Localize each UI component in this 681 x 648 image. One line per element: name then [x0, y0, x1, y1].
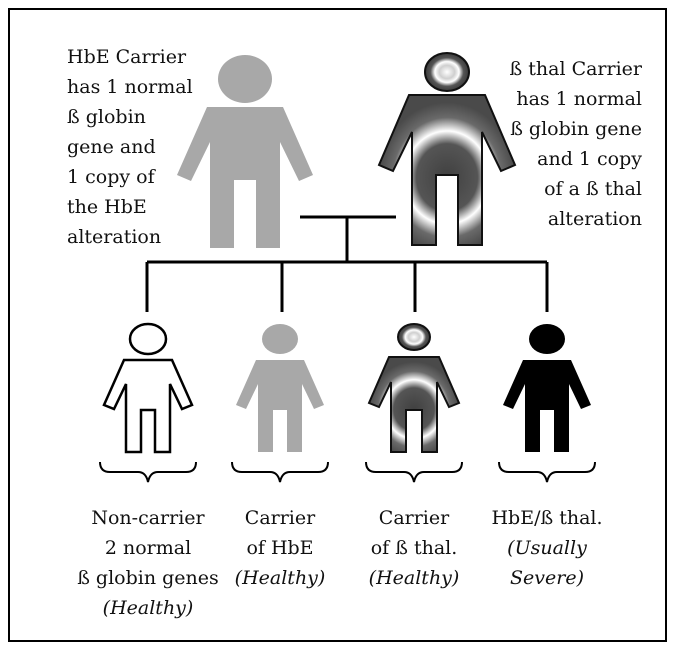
body-icon: [177, 107, 313, 248]
head-icon: [128, 322, 168, 356]
body-icon: [102, 358, 194, 454]
braces: [99, 461, 596, 483]
body-icon: [236, 360, 324, 452]
body-icon: [377, 94, 517, 246]
head-icon: [529, 324, 565, 354]
body-icon: [503, 360, 591, 452]
bthal-carrier-label: ß thal Carrier has 1 normal ß globin gen…: [509, 58, 642, 230]
child-affected-figure: [503, 324, 591, 452]
parent-hbe-carrier-figure: [177, 55, 313, 248]
brace-icon: [498, 461, 596, 483]
hbe-carrier-label: HbE Carrier has 1 normal ß globin gene a…: [67, 46, 193, 248]
child-hbe-carrier-figure: [236, 324, 324, 452]
child-hbe-carrier-label: Carrier of HbE (Healthy): [234, 507, 326, 589]
diagram-frame: [8, 8, 667, 642]
brace-icon: [365, 461, 463, 483]
head-icon: [424, 52, 470, 92]
child-noncarrier-figure: [102, 322, 194, 454]
parent-bthal-carrier-figure: [377, 52, 517, 246]
brace-icon: [99, 461, 197, 483]
pedigree-lines: [145, 215, 549, 312]
child-bthal-carrier-label: Carrier of ß thal. (Healthy): [368, 507, 460, 589]
head-icon: [397, 323, 431, 351]
child-noncarrier-label: Non-carrier 2 normal ß globin genes (Hea…: [77, 507, 219, 619]
head-icon: [262, 324, 298, 354]
body-icon: [367, 356, 461, 453]
head-icon: [218, 55, 272, 103]
child-bthal-carrier-figure: [367, 323, 461, 453]
brace-icon: [231, 461, 329, 483]
child-affected-label: HbE/ß thal. (Usually Severe): [491, 507, 603, 589]
